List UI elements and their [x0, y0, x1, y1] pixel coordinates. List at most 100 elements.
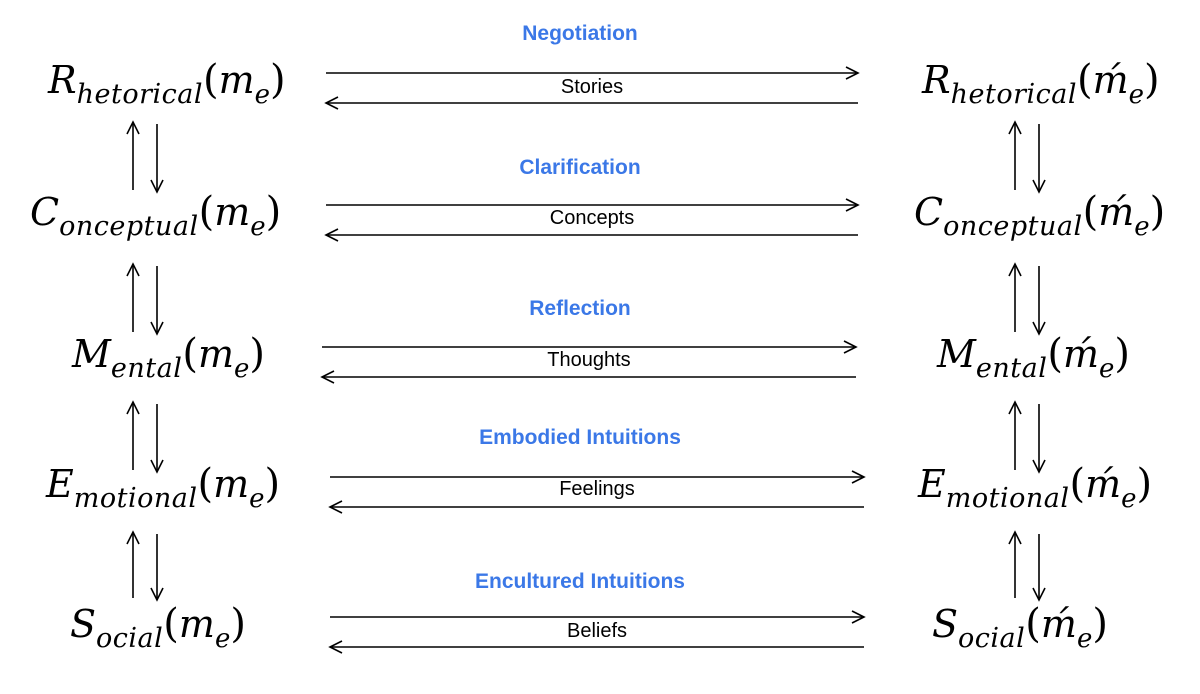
process-label: Embodied Intuitions: [479, 426, 681, 449]
argument-subscript: e: [214, 624, 231, 654]
left-up-arrowhead: [126, 120, 140, 135]
paren: (: [163, 601, 179, 647]
argument-subscript: e: [1121, 484, 1137, 514]
right-arrowhead: [843, 340, 858, 354]
right-expression-e: Emotional(ḿe): [918, 461, 1153, 512]
left-arrowhead: [320, 370, 335, 384]
level-symbol: R: [48, 58, 77, 102]
level-subscript: ental: [975, 353, 1048, 384]
process-label: Negotiation: [522, 22, 638, 45]
left-down-arrowhead: [150, 179, 164, 194]
paren: (: [197, 461, 214, 507]
right-down-arrowhead: [1032, 321, 1046, 336]
left-up-arrowhead: [126, 400, 140, 415]
level-symbol: M: [72, 332, 111, 376]
medium-label: Stories: [560, 76, 624, 98]
left-expression-s: Social(me): [70, 601, 246, 652]
left-expression-r: Rhetorical(me): [48, 57, 286, 108]
right-down-arrowhead: [1032, 587, 1046, 602]
left-up-arrowhead: [126, 262, 140, 277]
argument-symbol: m: [218, 58, 255, 102]
left-arrowhead: [328, 640, 343, 654]
argument-symbol: m: [178, 602, 215, 646]
right-expression-m: Mental(ḿe): [937, 331, 1131, 382]
argument-subscript: e: [1076, 624, 1093, 654]
level-symbol: R: [922, 58, 951, 102]
paren: ): [249, 331, 266, 377]
argument-symbol: m: [213, 462, 250, 506]
right-arrowhead: [851, 470, 866, 484]
argument-subscript: e: [250, 212, 266, 242]
paren: ): [1114, 331, 1131, 377]
paren: ): [270, 57, 286, 103]
left-up-arrowhead: [126, 530, 140, 545]
argument-subscript: e: [249, 484, 265, 514]
left-expression-m: Mental(me): [72, 331, 266, 382]
paren: ): [1149, 189, 1166, 235]
right-arrowhead: [845, 66, 860, 80]
left-expression-e: Emotional(me): [46, 461, 281, 512]
level-symbol: E: [46, 462, 74, 506]
paren: (: [203, 57, 219, 103]
level-symbol: C: [914, 190, 944, 234]
left-down-arrowhead: [150, 321, 164, 336]
level-subscript: motional: [945, 483, 1070, 514]
medium-label: Thoughts: [547, 349, 631, 371]
level-subscript: ental: [110, 353, 183, 384]
argument-symbol: ḿ: [1085, 462, 1122, 506]
left-arrowhead: [324, 228, 339, 242]
argument-subscript: e: [1099, 354, 1115, 384]
left-arrowhead: [328, 500, 343, 514]
right-up-arrowhead: [1008, 400, 1022, 415]
paren: (: [198, 189, 215, 235]
right-expression-c: Conceptual(ḿe): [914, 189, 1166, 240]
level-subscript: hetorical: [950, 79, 1077, 110]
argument-subscript: e: [254, 80, 271, 110]
medium-label: Concepts: [549, 207, 635, 229]
level-symbol: M: [937, 332, 976, 376]
paren: (: [1077, 57, 1093, 103]
right-up-arrowhead: [1008, 120, 1022, 135]
left-down-arrowhead: [150, 587, 164, 602]
level-subscript: onceptual: [943, 211, 1083, 242]
right-up-arrowhead: [1008, 530, 1022, 545]
paren: ): [1136, 461, 1153, 507]
process-label: Reflection: [529, 297, 631, 320]
paren: (: [1082, 189, 1099, 235]
right-down-arrowhead: [1032, 459, 1046, 474]
paren: ): [265, 189, 282, 235]
argument-symbol: ḿ: [1098, 190, 1135, 234]
right-arrowhead: [845, 198, 860, 212]
paren: (: [1047, 331, 1063, 377]
medium-label: Feelings: [559, 478, 635, 500]
argument-subscript: e: [1128, 80, 1145, 110]
argument-symbol: m: [197, 332, 235, 376]
paren: ): [1092, 601, 1108, 647]
argument-symbol: ḿ: [1092, 58, 1129, 102]
level-subscript: motional: [73, 483, 198, 514]
paren: ): [230, 601, 246, 647]
paren: (: [1025, 601, 1041, 647]
right-arrowhead: [851, 610, 866, 624]
level-subscript: onceptual: [59, 211, 199, 242]
right-down-arrowhead: [1032, 179, 1046, 194]
process-label: Clarification: [519, 156, 641, 179]
argument-symbol: ḿ: [1040, 602, 1077, 646]
left-arrowhead: [324, 96, 339, 110]
level-subscript: ocial: [96, 623, 164, 654]
level-symbol: S: [932, 602, 959, 646]
level-subscript: ocial: [958, 623, 1026, 654]
argument-subscript: e: [234, 354, 250, 384]
process-label: Encultured Intuitions: [475, 570, 685, 593]
argument-symbol: ḿ: [1062, 332, 1100, 376]
right-up-arrowhead: [1008, 262, 1022, 277]
argument-symbol: m: [214, 190, 251, 234]
paren: (: [1069, 461, 1086, 507]
medium-label: Beliefs: [566, 620, 628, 642]
paren: ): [1144, 57, 1160, 103]
level-symbol: S: [70, 602, 97, 646]
paren: ): [264, 461, 281, 507]
argument-subscript: e: [1134, 212, 1150, 242]
